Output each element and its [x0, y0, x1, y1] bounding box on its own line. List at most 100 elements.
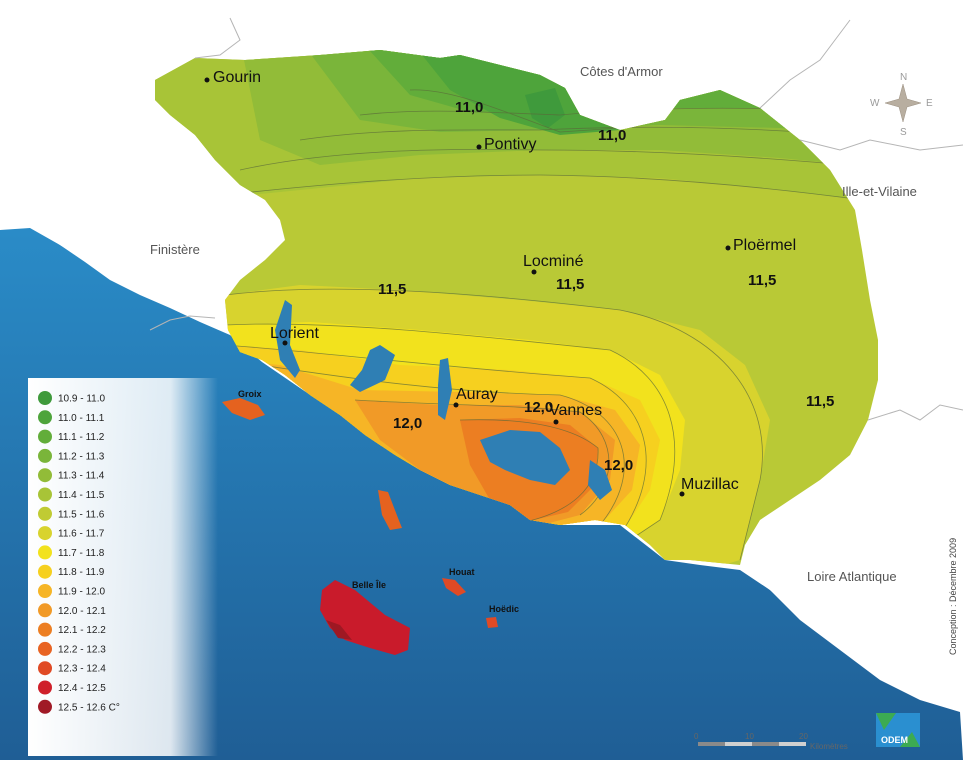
- legend-label: 11.5 - 11.6: [58, 509, 105, 520]
- scale-tick-10: 10: [745, 732, 754, 741]
- legend-label: 11.9 - 12.0: [58, 587, 106, 598]
- legend-label: 12.0 - 12.1: [58, 606, 106, 617]
- legend-swatch: [38, 545, 52, 560]
- city-ploermel: Ploërmel: [725, 237, 796, 254]
- logo-green-shape: [900, 732, 920, 747]
- isoline-label: 11,5: [748, 272, 776, 289]
- legend-swatch: [38, 622, 52, 637]
- city-label: Auray: [456, 386, 498, 403]
- finistere-coast: [0, 65, 282, 322]
- city-dot: [725, 245, 731, 251]
- city-label: Pontivy: [484, 136, 536, 153]
- legend-swatch: [38, 429, 52, 444]
- legend-label: 10.9 - 11.0: [58, 394, 106, 405]
- legend-panel: [28, 378, 218, 756]
- legend-label: 11.3 - 11.4: [58, 471, 105, 482]
- legend-swatch: [38, 448, 52, 463]
- sea-area: [0, 222, 963, 760]
- isoline-label: 11,5: [556, 276, 584, 293]
- scale-bar-segment: [725, 742, 752, 746]
- city-gourin: Gourin: [204, 69, 261, 86]
- department-borders: [149, 17, 963, 421]
- legend-swatch: [38, 391, 52, 405]
- city-label: Lorient: [270, 325, 319, 342]
- legend-label: 11.0 - 11.1: [58, 413, 105, 424]
- city-dot: [453, 402, 459, 408]
- city-lorient: Lorient: [270, 325, 319, 346]
- isoline-label: 12,0: [604, 457, 633, 474]
- legend-label: 12.1 - 12.2: [58, 625, 106, 636]
- isoline-label: 11,0: [598, 127, 626, 144]
- gulf-channels: [275, 300, 612, 500]
- region-loire-atlantique: Loire Atlantique: [807, 569, 897, 584]
- legend-swatch: [38, 584, 52, 598]
- credit-text: Conception : Décembre 2009: [948, 538, 958, 655]
- legend-swatch: [38, 410, 52, 425]
- legend-swatch: [38, 487, 52, 502]
- city-label: Ploërmel: [733, 237, 796, 254]
- isoline-label: 11,0: [455, 99, 483, 116]
- isoline-label: 12,0: [393, 415, 422, 432]
- compass-s: S: [900, 127, 907, 138]
- belle-ile-tip: [326, 620, 352, 640]
- legend-label: 11.1 - 11.2: [58, 432, 105, 443]
- city-label: Locminé: [523, 253, 584, 270]
- legend: 10.9 - 11.0 11.0 - 11.1 11.1 - 11.2 11.2 - …: [38, 391, 120, 714]
- odem-logo: ODEM: [876, 713, 920, 747]
- legend-swatch: [38, 526, 52, 541]
- legend-label: 11.8 - 11.9: [58, 567, 105, 578]
- island-label-houat: Houat: [449, 567, 475, 577]
- legend-swatch: [38, 506, 52, 521]
- legend-label: 11.7 - 11.8: [58, 548, 105, 559]
- region-cotes-darmor: Côtes d'Armor: [580, 64, 663, 79]
- region-ille-et-vilaine: Ille-et-Vilaine: [842, 184, 917, 199]
- city-auray: Auray: [453, 386, 498, 408]
- legend-swatch: [38, 603, 52, 618]
- legend-label: 12.2 - 12.3: [58, 644, 106, 655]
- loire-coast: [745, 440, 963, 700]
- city-dot: [282, 340, 288, 346]
- legend-label: 12.4 - 12.5: [58, 683, 106, 694]
- island-label-groix: Groix: [238, 389, 262, 399]
- city-label: Muzillac: [681, 476, 739, 493]
- compass-rose: N S E W: [870, 72, 933, 138]
- scale-unit: Kilomètres: [810, 742, 848, 751]
- legend-swatch: [38, 680, 52, 695]
- scale-bar: 0 10 20 Kilomètres: [694, 732, 848, 751]
- isoline-label: 12,0: [524, 399, 553, 416]
- legend-swatch: [38, 661, 52, 676]
- isoline-label: 11,5: [806, 393, 834, 410]
- legend-label: 11.6 - 11.7: [58, 529, 105, 540]
- compass-e: E: [926, 98, 933, 109]
- scale-tick-20: 20: [799, 732, 808, 741]
- city-label: Vannes: [549, 402, 602, 419]
- compass-star-icon: [884, 83, 922, 123]
- city-vannes: Vannes: [549, 402, 602, 425]
- hoedic-island: [486, 617, 498, 628]
- city-dot: [679, 491, 685, 497]
- legend-label: 12.3 - 12.4: [58, 664, 106, 675]
- city-label: Gourin: [213, 69, 261, 86]
- legend-label: 11.2 - 11.3: [58, 451, 105, 462]
- logo-text: ODEM: [881, 735, 908, 745]
- city-muzillac: Muzillac: [679, 476, 739, 497]
- legend-label: 12.5 - 12.6 C°: [58, 702, 120, 713]
- groix-island: [222, 398, 265, 420]
- logo-green-shape: [876, 713, 896, 730]
- compass-w: W: [870, 98, 880, 109]
- city-pontivy: Pontivy: [476, 136, 536, 153]
- city-locmine: Locminé: [523, 253, 584, 275]
- legend-label: 11.4 - 11.5: [58, 490, 105, 501]
- compass-n: N: [900, 72, 907, 83]
- legend-swatch: [38, 641, 52, 656]
- city-dot: [204, 77, 210, 83]
- city-dot: [531, 269, 537, 275]
- region-finistere: Finistère: [150, 242, 200, 257]
- legend-swatch: [38, 468, 52, 483]
- island-label-belle-ile: Belle Île: [352, 579, 386, 590]
- isoline-label: 11,5: [378, 281, 406, 298]
- scale-tick-0: 0: [694, 732, 699, 741]
- quiberon-peninsula: [378, 490, 402, 530]
- island-label-hoedic: Hoëdic: [489, 604, 519, 614]
